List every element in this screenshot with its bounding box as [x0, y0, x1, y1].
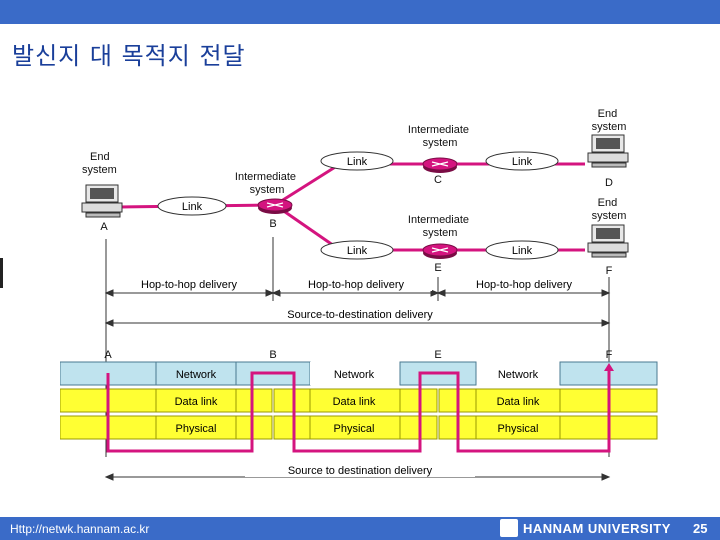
link-label: Link [182, 201, 203, 213]
link-label: Link [347, 245, 368, 257]
link-bubble-ef: Link [485, 240, 559, 260]
router-b-icon [257, 198, 293, 214]
hop-delivery-label-3: Hop-to-hop delivery [476, 279, 572, 291]
link-label: Link [347, 156, 368, 168]
node-b-label: Intermediate system [235, 171, 299, 196]
stack-b [235, 361, 400, 440]
source-dest-label-bottom: Source to destination delivery [288, 465, 433, 477]
node-c-label: Intermediate system [408, 124, 472, 149]
layer-data-link: Data link [497, 396, 540, 408]
source-dest-label-top: Source-to-destination delivery [287, 309, 433, 321]
node-a-letter: A [100, 221, 108, 233]
layer-network: Network [498, 369, 539, 381]
top-bar [0, 0, 720, 24]
packet-arrowhead [604, 363, 614, 371]
node-c-letter: C [434, 174, 442, 186]
router-e-icon [422, 243, 458, 259]
link-label: Link [512, 245, 533, 257]
layer-network: Network [334, 369, 375, 381]
computer-d-icon [587, 134, 629, 168]
hop-delivery-label-1: Hop-to-hop delivery [141, 279, 237, 291]
slide-title: 발신지 대 목적지 전달 [12, 42, 246, 70]
node-d-label: End system [592, 108, 627, 133]
stack-header-b: B [269, 349, 276, 361]
node-f-label: End system [592, 197, 627, 222]
node-b-letter: B [269, 218, 276, 230]
stack-header-a: A [104, 349, 112, 361]
layer-physical: Physical [176, 423, 217, 435]
page-number: 25 [693, 521, 708, 536]
university-logo-icon [500, 519, 518, 537]
packet-path [106, 369, 611, 453]
left-marker [0, 258, 3, 288]
layer-physical: Physical [334, 423, 375, 435]
link-label: Link [512, 156, 533, 168]
footer-bar [0, 517, 720, 540]
source-dest-arrow-top [104, 319, 611, 327]
node-e-letter: E [434, 262, 441, 274]
delivery-diagram: Link Link Link Link Link [60, 107, 660, 487]
footer-url: Http://netwk.hannam.ac.kr [10, 522, 150, 536]
stack-header-e: E [434, 349, 441, 361]
footer-university: HANNAM UNIVERSITY [523, 521, 671, 536]
node-d-letter: D [605, 177, 613, 189]
hop-delivery-label-2: Hop-to-hop delivery [308, 279, 404, 291]
link-bubble-cd: Link [485, 151, 559, 171]
node-e-label: Intermediate system [408, 214, 472, 239]
link-bubble-be: Link [320, 240, 394, 260]
node-a-label-line1: End [90, 151, 110, 163]
computer-a-icon [81, 184, 123, 218]
layer-data-link: Data link [175, 396, 218, 408]
node-a-label: End system [82, 151, 117, 176]
link-bubble-bc: Link [320, 151, 394, 171]
layer-physical: Physical [498, 423, 539, 435]
stack-header-f: F [606, 349, 613, 361]
layer-data-link: Data link [333, 396, 376, 408]
node-f-letter: F [606, 265, 613, 277]
link-bubble-ab: Link [157, 196, 227, 216]
computer-f-icon [587, 224, 629, 258]
router-c-icon [422, 157, 458, 173]
node-a-label-line2: system [82, 164, 117, 176]
layer-network: Network [176, 369, 217, 381]
stack-b-labels: Network Data link Physical [309, 369, 401, 440]
